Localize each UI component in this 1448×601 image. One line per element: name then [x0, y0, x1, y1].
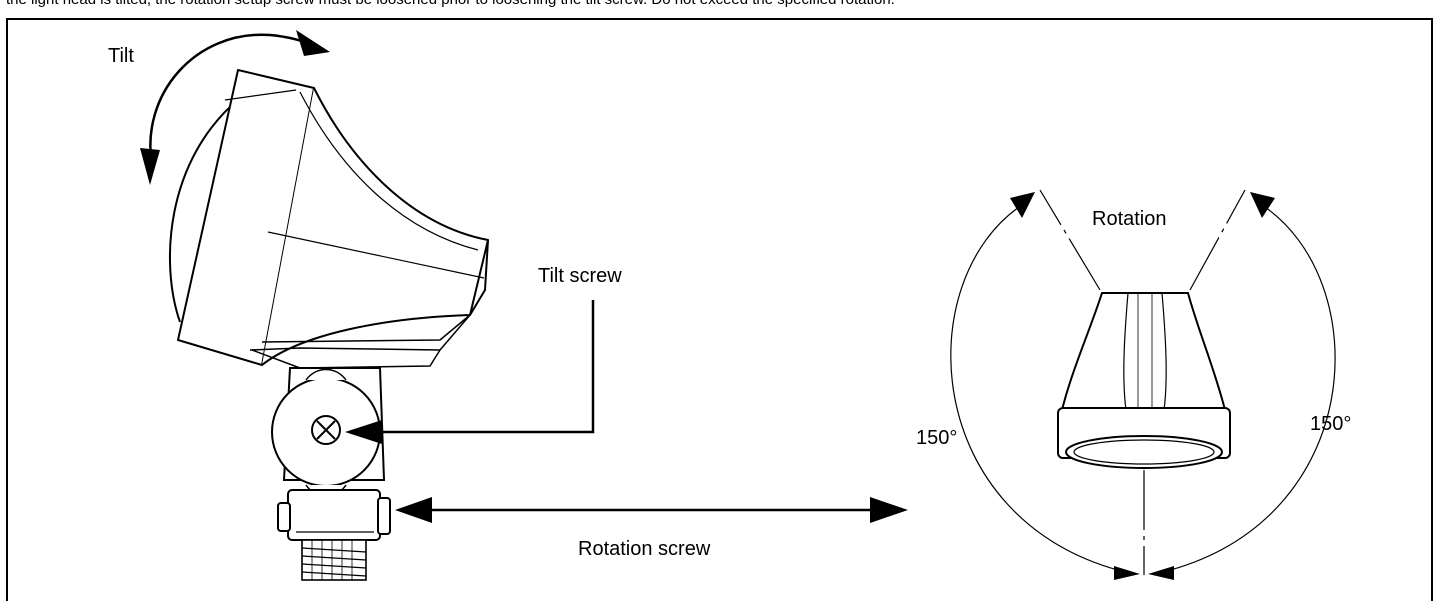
rotation-arc-right-head — [1250, 192, 1275, 218]
threaded-stem — [301, 539, 367, 581]
tilt-arrow — [149, 33, 316, 166]
tilt-arrow-head-bottom — [140, 148, 160, 185]
rotation-collar — [277, 489, 391, 541]
rotation-arc-right — [1162, 204, 1336, 573]
fixture-top-view — [1057, 292, 1231, 469]
rotation-arc-left-foot — [1114, 566, 1140, 580]
tilt-screw-label: Tilt screw — [538, 265, 622, 287]
rotation-screw-arrow-left — [395, 497, 432, 523]
figure-frame — [6, 18, 1433, 601]
tilt-screw-icon — [311, 415, 341, 445]
lens-arc — [168, 97, 241, 323]
rotation-arc-right-foot — [1148, 566, 1174, 580]
floodlight-fixture — [168, 69, 489, 369]
rotation-label: Rotation — [1092, 208, 1167, 230]
tilt-arrow-head-top — [296, 30, 330, 56]
rotation-screw-arrow-right — [870, 497, 908, 523]
rotation-screw-label: Rotation screw — [578, 538, 711, 560]
right-angle-label: 150° — [1310, 413, 1351, 435]
rotation-screw-icon — [377, 497, 391, 535]
top-caption: the light head is tilted, the rotation s… — [6, 0, 1426, 9]
rotation-extension-lines — [1039, 189, 1246, 575]
rotation-arc-left-head — [1010, 192, 1035, 218]
left-angle-label: 150° — [916, 427, 957, 449]
top-view-body — [1060, 292, 1227, 411]
tilt-screw-leader — [380, 300, 595, 434]
rotation-arc-left — [950, 204, 1126, 573]
tilt-label: Tilt — [108, 45, 134, 67]
tilt-screw-arrow-head — [345, 420, 382, 444]
housing-lip — [249, 314, 471, 351]
